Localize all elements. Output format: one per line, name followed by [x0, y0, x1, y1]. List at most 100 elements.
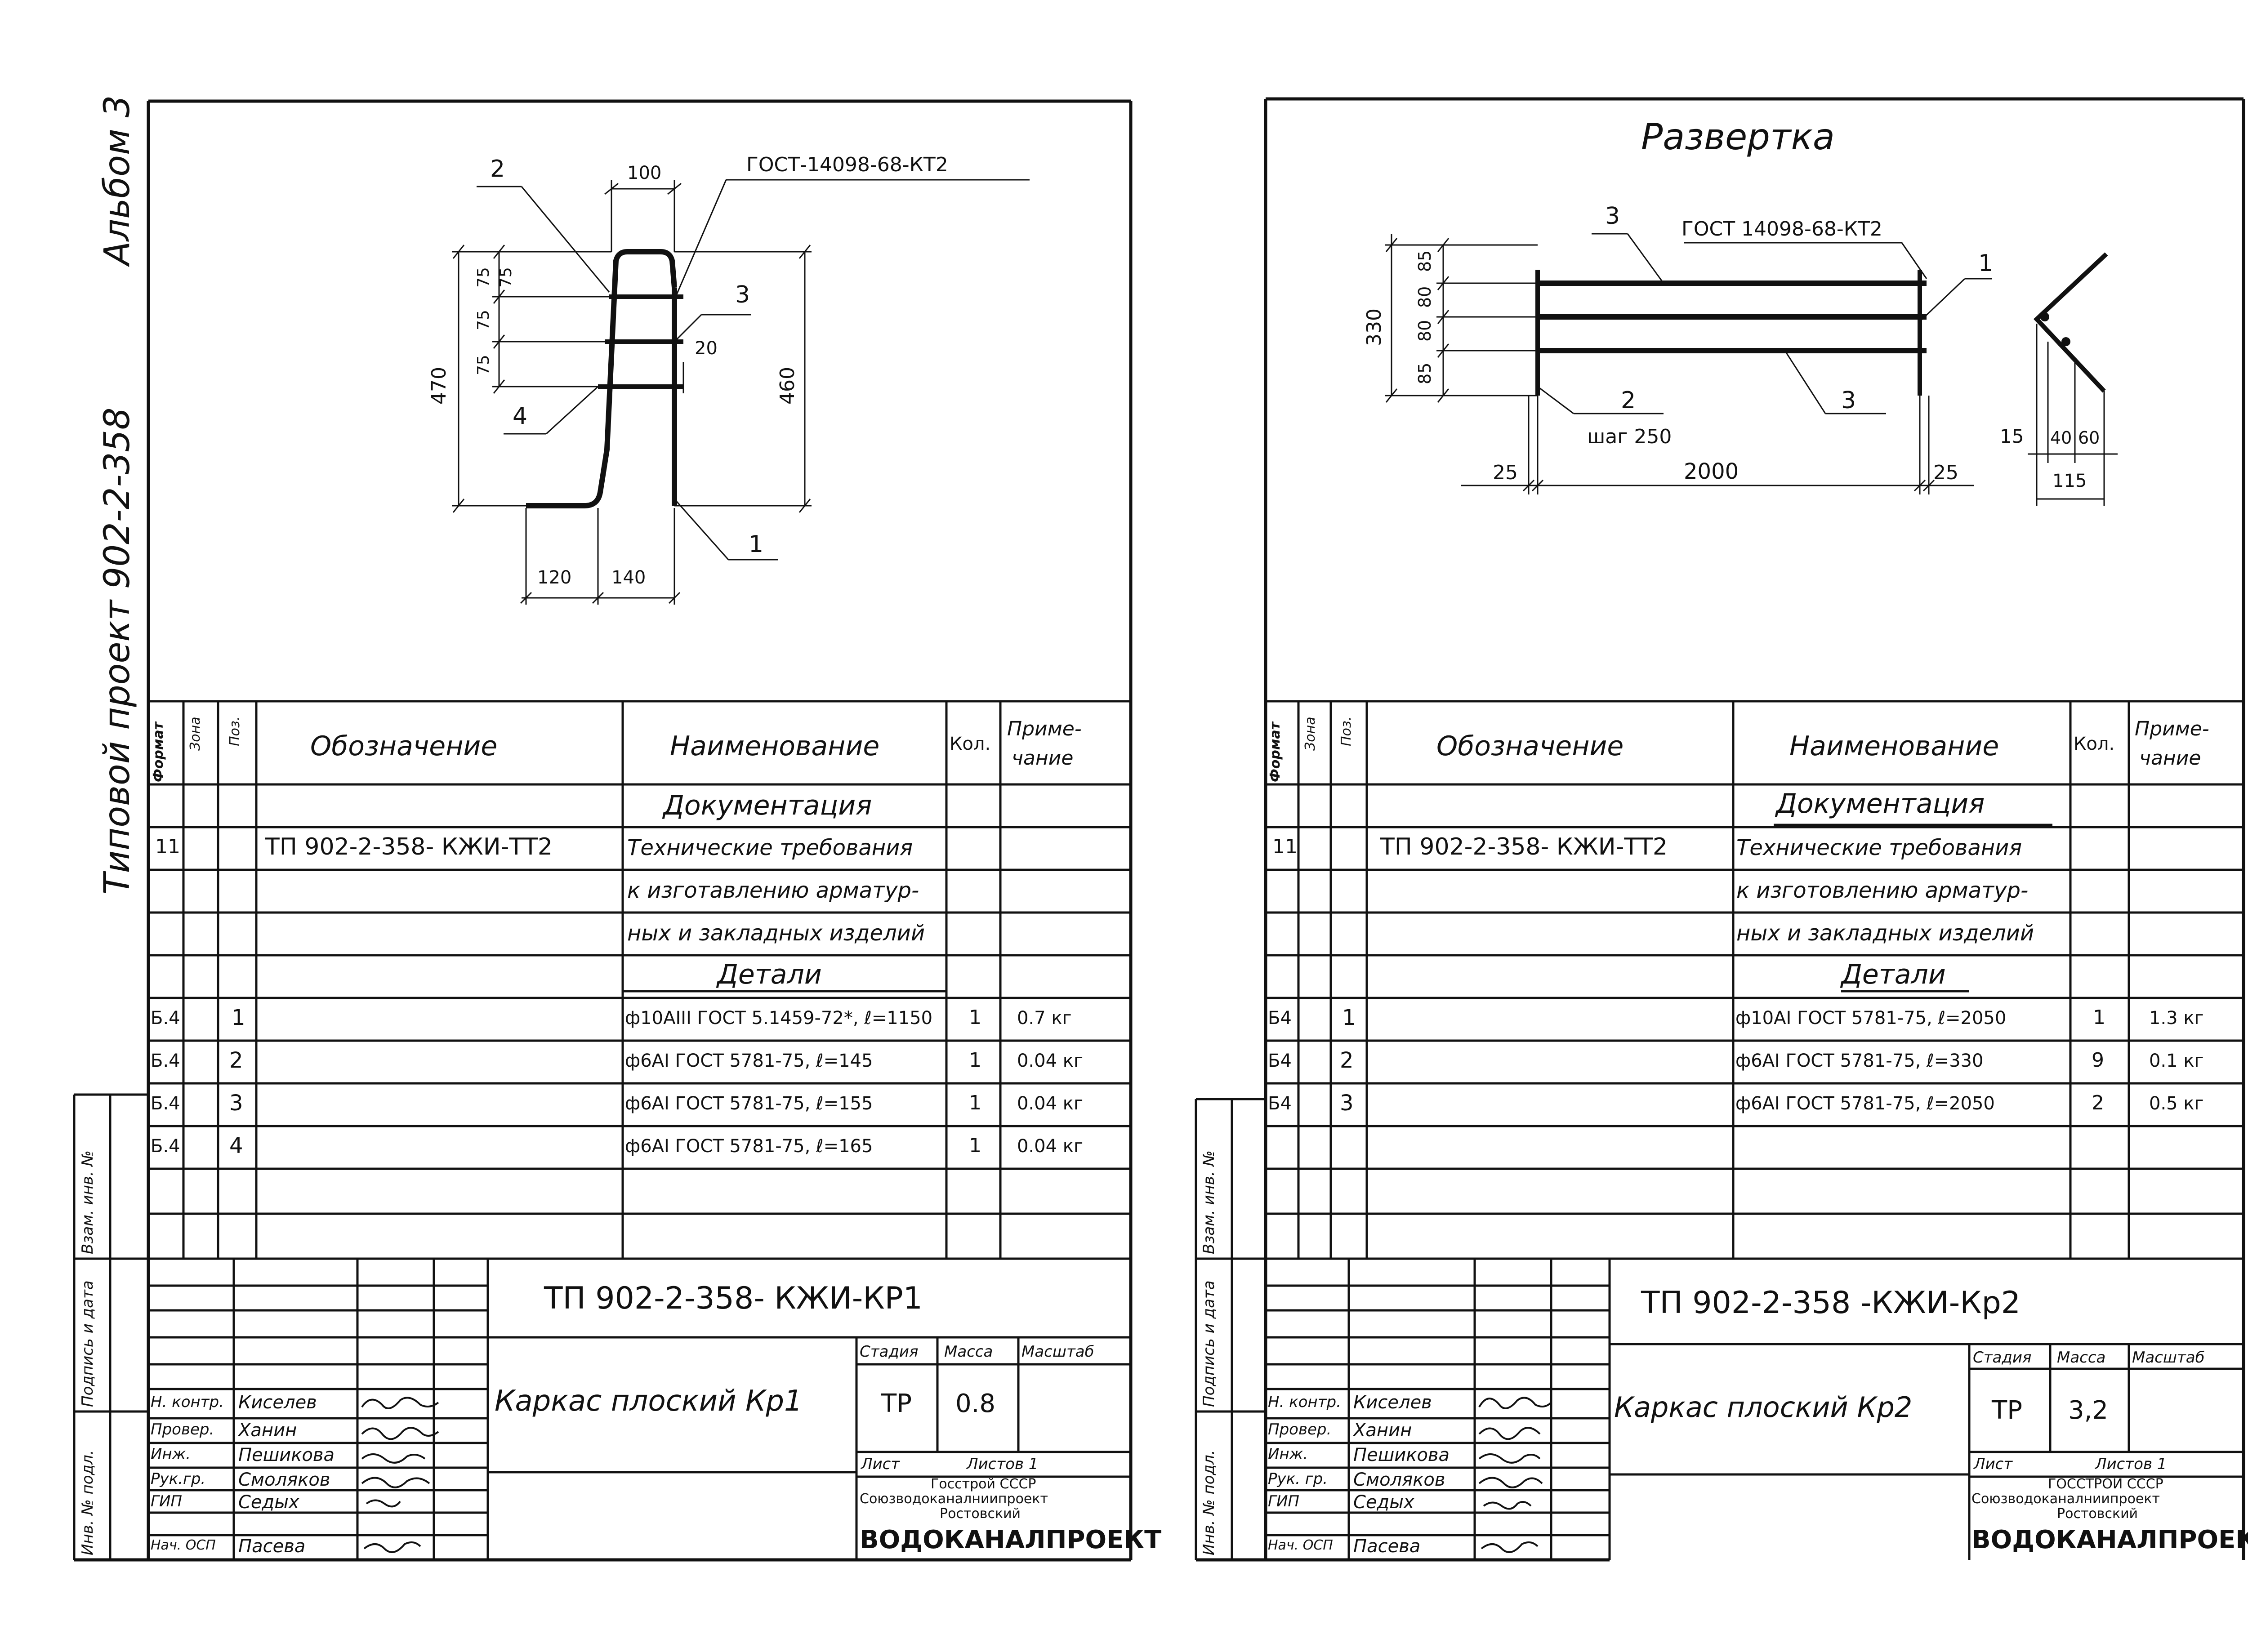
sheet1-dim-bottom-right: 140 [611, 567, 646, 588]
sheet2-row-name: ф6АI ГОСТ 5781-75, ℓ=330 [1735, 1051, 1984, 1071]
sheet1-row-poz: 1 [232, 1005, 245, 1030]
sheet1-stadiya-value: ТР [881, 1389, 912, 1418]
margin-inv-podl-label: Инв. № подл. [79, 1450, 97, 1555]
sheet2-role: ГИП [1268, 1492, 1299, 1510]
sheet2-row-format: Б4 [1268, 1093, 1292, 1114]
sheet2-table-lines [1266, 700, 2244, 1260]
sheet1-section-det: Детали [717, 959, 822, 990]
sheet1-row-format: Б.4 [151, 1008, 180, 1029]
sheet1-person: Пешикова [238, 1445, 335, 1465]
sheet1-person: Седых [238, 1492, 299, 1513]
sheet1-hdr-oboznachenie: Обозначение [310, 730, 498, 762]
sheet2-margin-podpis-label: Подпись и дата [1200, 1280, 1218, 1407]
margin-podpis-label: Подпись и дата [79, 1280, 97, 1407]
sheet2-section-doc: Документация [1776, 788, 1985, 819]
sheet2-role: Рук. гр. [1268, 1470, 1328, 1488]
sheet1-doc-name-3: ных и закладных изделий [627, 921, 925, 946]
sheet2-row-name: ф6АI ГОСТ 5781-75, ℓ=2050 [1735, 1093, 1995, 1114]
sheet1-hdr-prim-1: Приме- [1007, 717, 1082, 740]
sheet1-doc-oboz: ТП 902-2-358- КЖИ-ТТ2 [265, 833, 553, 860]
sheet1-hdr-format: Формат [151, 722, 166, 782]
sheet2-pos-1: 1 [1978, 250, 1994, 277]
sheet2-dim-left: 25 [1493, 461, 1518, 484]
sheet2-doc-title: Каркас плоский Кр2 [1614, 1391, 1913, 1424]
sheet2-row-poz: 1 [1342, 1005, 1356, 1030]
sheet2-pos-3-bottom: 3 [1841, 387, 1856, 414]
sheet2-row-format: Б4 [1268, 1051, 1292, 1071]
sheet1-row-kol: 1 [969, 1091, 981, 1114]
sheet2-row-kol: 2 [2092, 1091, 2104, 1114]
sheet2-gost-label: ГОСТ 14098-68-КТ2 [1682, 218, 1882, 240]
sheet1-row-name: ф10АIII ГОСТ 5.1459-72*, ℓ=1150 [625, 1008, 933, 1029]
sheet2-dim-c: 80 [1415, 320, 1435, 342]
sheet1-row-prim: 0.04 кг [1017, 1136, 1083, 1157]
sheet1-listov-header: Листов 1 [967, 1455, 1039, 1473]
sheet1-row-format: Б.4 [151, 1051, 180, 1071]
sheet2-doc-oboz: ТП 902-2-358- КЖИ-ТТ2 [1380, 833, 1668, 860]
sheet1-dim-top: 100 [627, 163, 662, 183]
sheet1-org-2: Союзводоканалниипроект [860, 1491, 1048, 1507]
sheet2-row-prim: 0.5 кг [2149, 1093, 2204, 1114]
sheet2-step-label: шаг 250 [1587, 425, 1672, 448]
sheet1-row-kol: 1 [969, 1134, 981, 1157]
sheet2-stadiya-header: Стадия [1973, 1349, 2032, 1367]
sheet2-doc-format: 11 [1272, 835, 1298, 858]
sheet2-massa-header: Масса [2057, 1349, 2106, 1367]
sheet1-stadiya-header: Стадия [860, 1343, 919, 1361]
sheet1-hdr-naimenovanie: Наименование [670, 730, 880, 762]
sheet1-list-header: Лист [861, 1455, 900, 1473]
sheet1-org-4: ВОДОКАНАЛПРОЕКТ [860, 1525, 1162, 1554]
sheet2-dim-40: 40 [2050, 428, 2072, 448]
sheet1-hdr-kol: Кол. [950, 734, 991, 754]
sheet1-doc-title: Каркас плоский Кр1 [495, 1385, 803, 1418]
sheet2-org-2: Союзводоканалниипроект [1971, 1491, 2160, 1507]
sheet1-row-name: ф6АI ГОСТ 5781-75, ℓ=155 [625, 1093, 873, 1114]
sheet2-row-name: ф10АI ГОСТ 5781-75, ℓ=2050 [1735, 1008, 2007, 1029]
sheet1-role: Рук.гр. [151, 1470, 206, 1488]
sheet1-dim-bottom-left: 120 [537, 567, 572, 588]
sheet2-row-poz: 3 [1340, 1091, 1354, 1116]
sheet1-massa-value: 0.8 [955, 1389, 996, 1418]
sheet2-hdr-poz: Поз. [1338, 716, 1354, 746]
sheet2-hdr-format: Формат [1267, 722, 1283, 782]
sheet1-massa-header: Масса [944, 1343, 993, 1361]
sheet2-doc-name-3: ных и закладных изделий [1736, 921, 2034, 946]
sheet2-hdr-kol: Кол. [2074, 734, 2115, 754]
sheet1-role: ГИП [151, 1492, 182, 1510]
sheet1-hdr-prim-2: чание [1012, 747, 1074, 770]
sheet2-person: Смоляков [1353, 1469, 1445, 1490]
sheet2-doc-name-1: Технические требования [1736, 835, 2022, 860]
sheet1-dim-right-total: 460 [776, 367, 799, 405]
margin-project-label: Типовой проект 902-2-358 [97, 407, 138, 895]
sheet1-row-format: Б.4 [151, 1093, 180, 1114]
sheet2-rebar-drawing [1535, 281, 1927, 353]
sheet2-margin-inv-podl-label: Инв. № подл. [1200, 1450, 1218, 1555]
sheet1-role: Н. контр. [151, 1393, 224, 1411]
sheet2-role: Н. контр. [1268, 1393, 1341, 1411]
sheet2-role: Инж. [1268, 1445, 1308, 1463]
sheet1-role: Провер. [151, 1420, 214, 1438]
sheet2-dim-b: 80 [1415, 286, 1435, 308]
margin-album-label: Альбом 3 [97, 95, 138, 265]
sheet2-drawing-title: Развертка [1641, 116, 1835, 158]
sheet2-list-header: Лист [1974, 1455, 2013, 1473]
sheet2-hdr-naimenovanie: Наименование [1789, 730, 1999, 762]
sheet1-role: Инж. [151, 1445, 191, 1463]
sheet2-pos-3-top: 3 [1605, 203, 1620, 230]
sheet1-row-kol: 1 [969, 1049, 981, 1072]
sheet1-row-prim: 0.04 кг [1017, 1093, 1083, 1114]
sheet1-table-lines [148, 700, 1131, 1260]
sheet2-dim-60: 60 [2078, 428, 2100, 448]
sheet1-row-poz: 4 [229, 1133, 243, 1158]
sheet2-row-kol: 1 [2093, 1006, 2105, 1029]
sheet1-pos-2: 2 [490, 156, 505, 183]
sheet2-pos-2: 2 [1621, 387, 1636, 414]
sheet2-hdr-prim-2: чание [2139, 747, 2201, 770]
sheet1-person: Киселев [238, 1392, 317, 1413]
sheet1-row-name: ф6АI ГОСТ 5781-75, ℓ=145 [625, 1051, 873, 1071]
sheet2-margin-vzam-label: Взам. инв. № [1200, 1150, 1218, 1254]
sheet2-person: Киселев [1353, 1392, 1432, 1413]
sheet2-row-prim: 0.1 кг [2149, 1051, 2204, 1071]
sheet2-hdr-prim-1: Приме- [2135, 717, 2209, 740]
